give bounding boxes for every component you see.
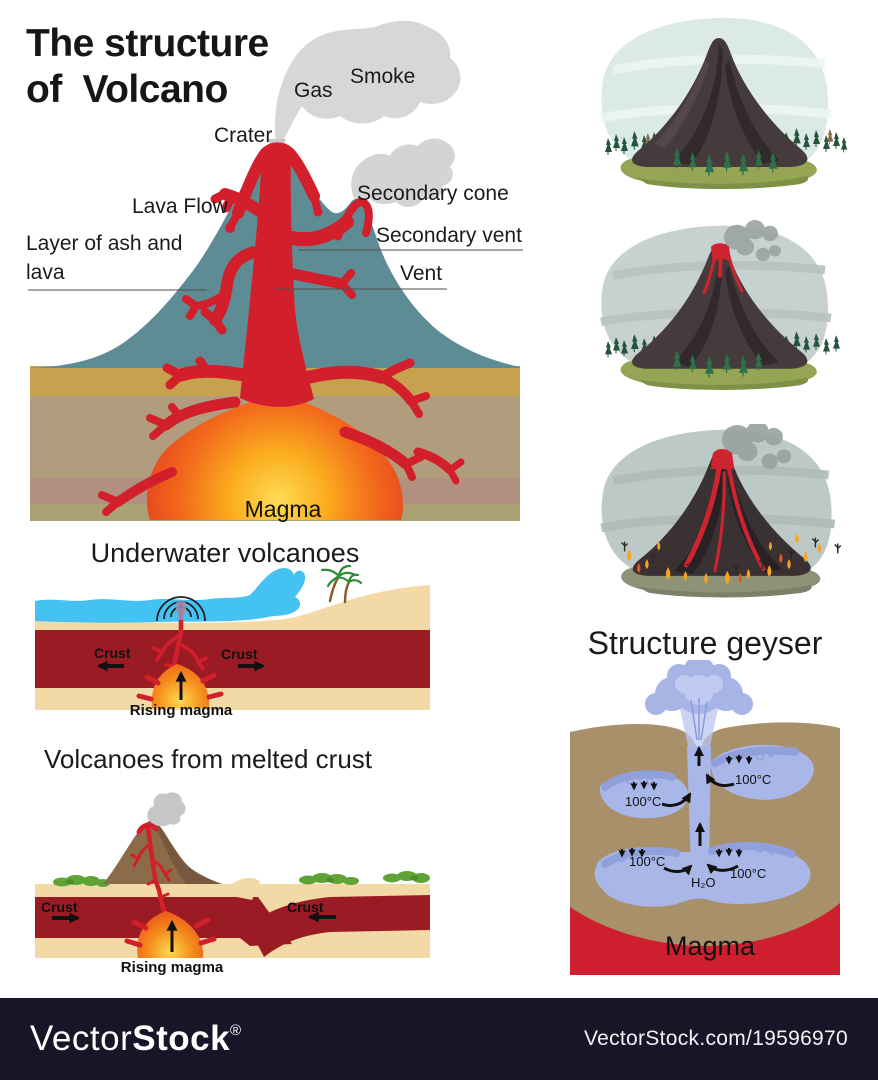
- vectorstock-logo: VectorStock®: [30, 1019, 242, 1059]
- lava-flows: [683, 450, 766, 573]
- magma-layer: [570, 903, 840, 975]
- subducting-crust-right: [248, 895, 430, 957]
- small-volcano-body: [103, 820, 222, 884]
- ground-shadow: [637, 584, 812, 598]
- grass-shadow: [637, 377, 809, 390]
- smoke-puffs: [722, 424, 792, 470]
- smoke-stem: [150, 808, 160, 825]
- volcano-stage-dormant: [600, 17, 848, 190]
- label-secondary-cone: Secondary cone: [357, 182, 509, 205]
- label-h2o: H₂O: [691, 875, 716, 890]
- palm-trees: [320, 564, 363, 604]
- label-temp-upper-right: 100°C: [735, 772, 772, 787]
- label-temp-mid-left: 100°C: [625, 794, 662, 809]
- vegetation: [53, 871, 430, 887]
- underground-magma-branches: [98, 356, 465, 516]
- mountain-body: [632, 38, 808, 167]
- grass-shadow: [637, 176, 809, 190]
- mountain-ridges: [674, 455, 782, 574]
- geyser-art: [570, 660, 840, 975]
- label-crust-left: Crust: [94, 645, 131, 661]
- curved-arrow-icon: [705, 773, 735, 788]
- secondary-smoke-cloud: [351, 138, 455, 207]
- label-leader-lines: [28, 249, 523, 291]
- magma-chamber: [146, 396, 403, 520]
- label-magma-chamber: Magma: [244, 496, 322, 522]
- watermark-url: VectorStock.com/19596970: [583, 1027, 848, 1050]
- flow-arrows: [618, 746, 753, 876]
- small-volcano-shade: [157, 824, 222, 884]
- label-temp-bottom-right: 100°C: [730, 866, 767, 881]
- label-lava-flow: Lava Flow: [132, 195, 228, 218]
- lava-drip: [225, 223, 235, 233]
- lava-channels: [130, 822, 173, 923]
- chamber-surface-strips: [601, 746, 799, 868]
- logo-text-bold: Stock: [132, 1019, 231, 1058]
- main-volcano-art: [28, 20, 523, 521]
- label-crust-right: Crust: [221, 646, 258, 662]
- mountain-ridges: [673, 44, 779, 165]
- chamber-bottom: [594, 845, 811, 907]
- upturned-plate-edge: [232, 877, 260, 900]
- eruption-cloud-highlight: [675, 675, 723, 705]
- curved-arrow-icon: [706, 863, 739, 875]
- label-rising-magma: Rising magma: [129, 702, 233, 719]
- volcano-stage-erupting: [600, 220, 840, 390]
- vegetation-shade: [66, 875, 418, 885]
- ocean-water: [35, 567, 306, 623]
- page-title-line1: The structure: [26, 22, 269, 65]
- lava-drip: [333, 231, 343, 241]
- label-rising-magma: Rising magma: [120, 959, 224, 976]
- magma-fingers: [136, 672, 224, 702]
- watermark-bar: VectorStock® VectorStock.com/19596970: [0, 998, 878, 1080]
- water-chambers: [594, 744, 814, 907]
- smoke-puffs: [723, 220, 781, 262]
- lower-sand-layer: [35, 688, 430, 710]
- magma-glow: [137, 911, 204, 958]
- label-smoke: Smoke: [350, 65, 416, 88]
- mountain-body: [632, 244, 808, 369]
- label-temp-bottom-left: 100°C: [629, 854, 666, 869]
- underwater-volcano-art: [35, 564, 430, 710]
- geyser-channel: [687, 746, 711, 872]
- label-crater: Crater: [214, 124, 273, 147]
- registered-mark-icon: ®: [230, 1022, 242, 1040]
- lava-flow-crater-cap: [228, 142, 373, 237]
- spray-streaks: [690, 698, 708, 741]
- label-geyser-magma: Magma: [664, 931, 756, 961]
- label-secondary-vent: Secondary vent: [376, 224, 522, 247]
- volcano-stage-full-eruption: [600, 424, 842, 598]
- eruption-plume: [175, 600, 187, 620]
- heading-melted-crust: Volcanoes from melted crust: [43, 744, 373, 774]
- lava-streaks: [702, 246, 744, 295]
- down-arrow-icons: [618, 755, 753, 858]
- melted-crust-art: [35, 792, 430, 958]
- lava-drip: [313, 207, 323, 217]
- label-ash-layer-line1: Layer of ash and: [26, 232, 183, 255]
- mountain-highlight: [655, 60, 709, 148]
- label-ash-layer-line2: lava: [26, 261, 65, 284]
- curved-arrow-icon: [663, 864, 693, 876]
- mountain-ridges: [673, 250, 779, 367]
- logo-text-light: Vector: [30, 1019, 133, 1058]
- label-crust-right: Crust: [287, 899, 324, 915]
- heading-underwater-volcanoes: Underwater volcanoes: [90, 538, 360, 568]
- curved-arrow-icon: [661, 792, 692, 808]
- label-crust-left: Crust: [41, 899, 78, 915]
- heading-structure-geyser: Structure geyser: [587, 625, 823, 661]
- oceanic-crust-layer: [35, 630, 430, 688]
- label-gas: Gas: [294, 79, 333, 102]
- magma-fingers: [124, 917, 217, 948]
- label-vent: Vent: [400, 262, 443, 285]
- page-title-line2: of Volcano: [26, 68, 228, 111]
- smoke-cloud: [274, 20, 461, 153]
